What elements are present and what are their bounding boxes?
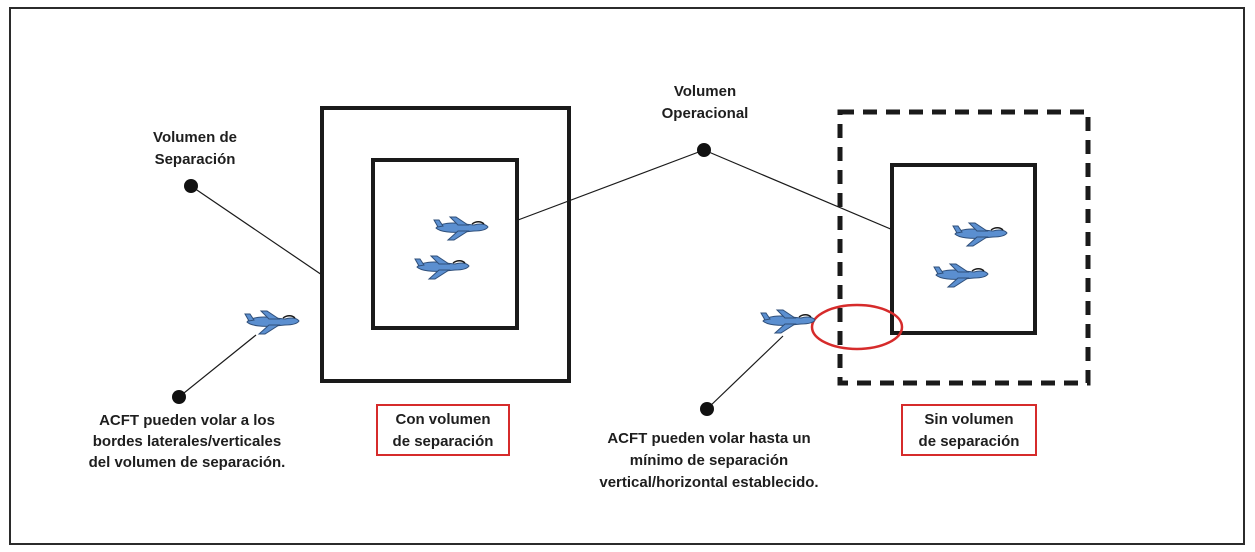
left-note-dot bbox=[172, 390, 186, 404]
proximity-highlight-ellipse bbox=[810, 303, 904, 351]
aircraft-icon bbox=[244, 310, 300, 335]
aircraft-icon bbox=[933, 263, 989, 288]
connector-separation-label bbox=[190, 185, 323, 276]
without-volume-caption: Sin volumen bbox=[924, 411, 1014, 428]
without-volume-caption-box: Sin volumen de separación bbox=[901, 404, 1037, 456]
operational-label-dot bbox=[697, 143, 711, 157]
connector-left-aircraft bbox=[178, 334, 257, 398]
right-note-dot bbox=[700, 402, 714, 416]
connector-operational-label-left bbox=[517, 149, 705, 221]
diagram-frame bbox=[9, 7, 1245, 545]
aircraft-icon bbox=[414, 255, 470, 280]
connector-right-aircraft bbox=[706, 335, 784, 410]
operational-volume-box-left bbox=[371, 158, 519, 330]
with-volume-caption: Con volumen bbox=[395, 411, 491, 428]
right-note: ACFT pueden volar hasta un mínimo de sep… bbox=[599, 430, 819, 491]
aircraft-icon bbox=[952, 222, 1008, 247]
dashed-separation-box bbox=[837, 109, 1091, 386]
left-note: ACFT pueden volar a los bordes laterales… bbox=[88, 412, 286, 471]
aircraft-icon bbox=[433, 216, 489, 241]
separation-volume-box bbox=[320, 106, 571, 383]
separation-label-dot bbox=[184, 179, 198, 193]
operational-volume-box-right bbox=[890, 163, 1037, 335]
operational-volume-label: Volumen Operacional bbox=[661, 83, 749, 122]
aircraft-icon bbox=[760, 309, 816, 334]
with-volume-caption-box: Con volumen de separación bbox=[376, 404, 510, 456]
connector-operational-label-right bbox=[703, 149, 894, 231]
separation-volume-label: Volumen de Separación bbox=[153, 129, 237, 168]
